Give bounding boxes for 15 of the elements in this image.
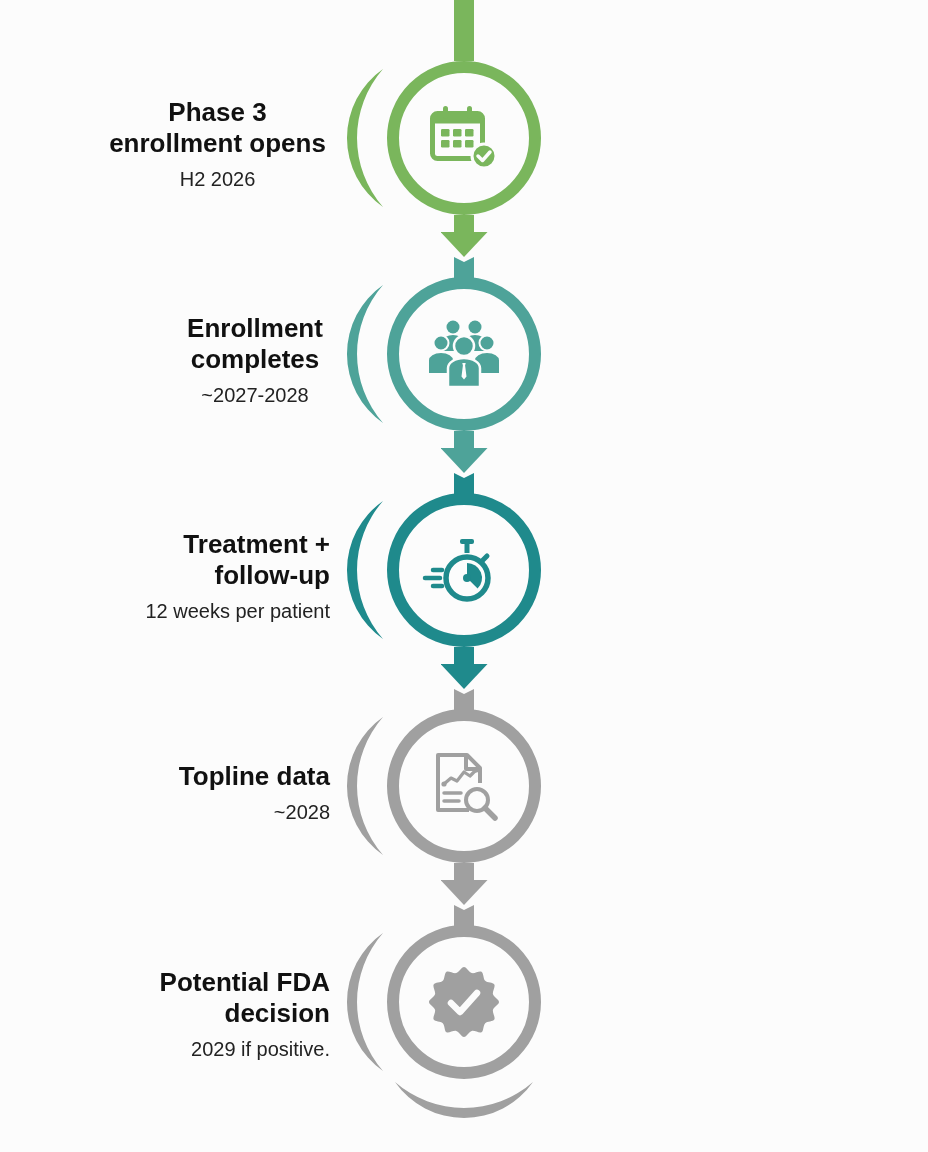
arrow [440,647,488,689]
milestone-title: Phase 3 enrollment opens [108,97,327,159]
milestone-title: Treatment + follow-up [182,529,330,591]
milestone-date: ~2028 [273,799,330,824]
milestone-title: Potential FDA decision [158,967,330,1029]
arrow [440,863,488,905]
milestone-date: 12 weeks per patient [145,599,330,623]
milestone-date: ~2027-2028 [201,383,309,407]
milestone-title: Topline data [178,760,330,792]
arrow [440,215,488,257]
milestone-date: 2029 if positive. [191,1037,330,1061]
connector-line [454,0,474,61]
milestone-date: H2 2026 [179,167,256,191]
milestone-title: Enrollment completes [186,313,324,375]
arrow [440,431,488,473]
